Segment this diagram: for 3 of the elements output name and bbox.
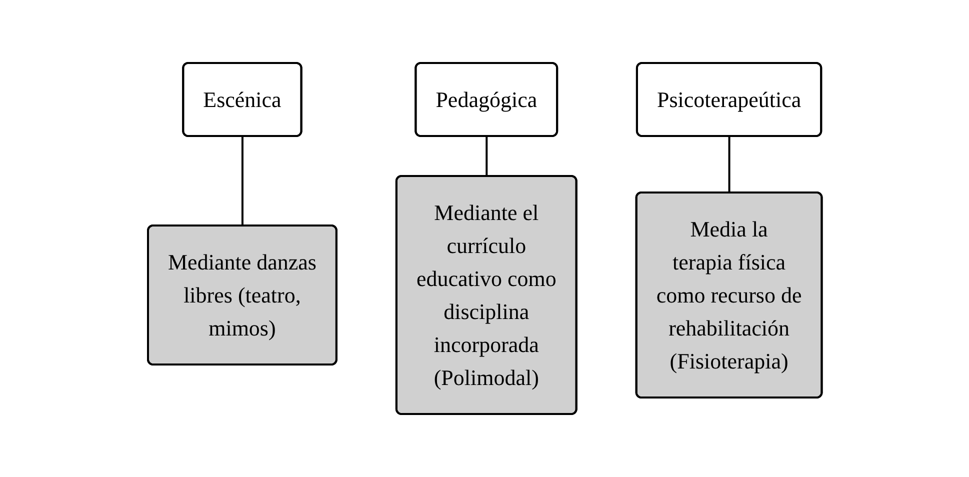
- connector: [728, 136, 730, 194]
- connector: [485, 136, 488, 178]
- connector: [241, 136, 244, 227]
